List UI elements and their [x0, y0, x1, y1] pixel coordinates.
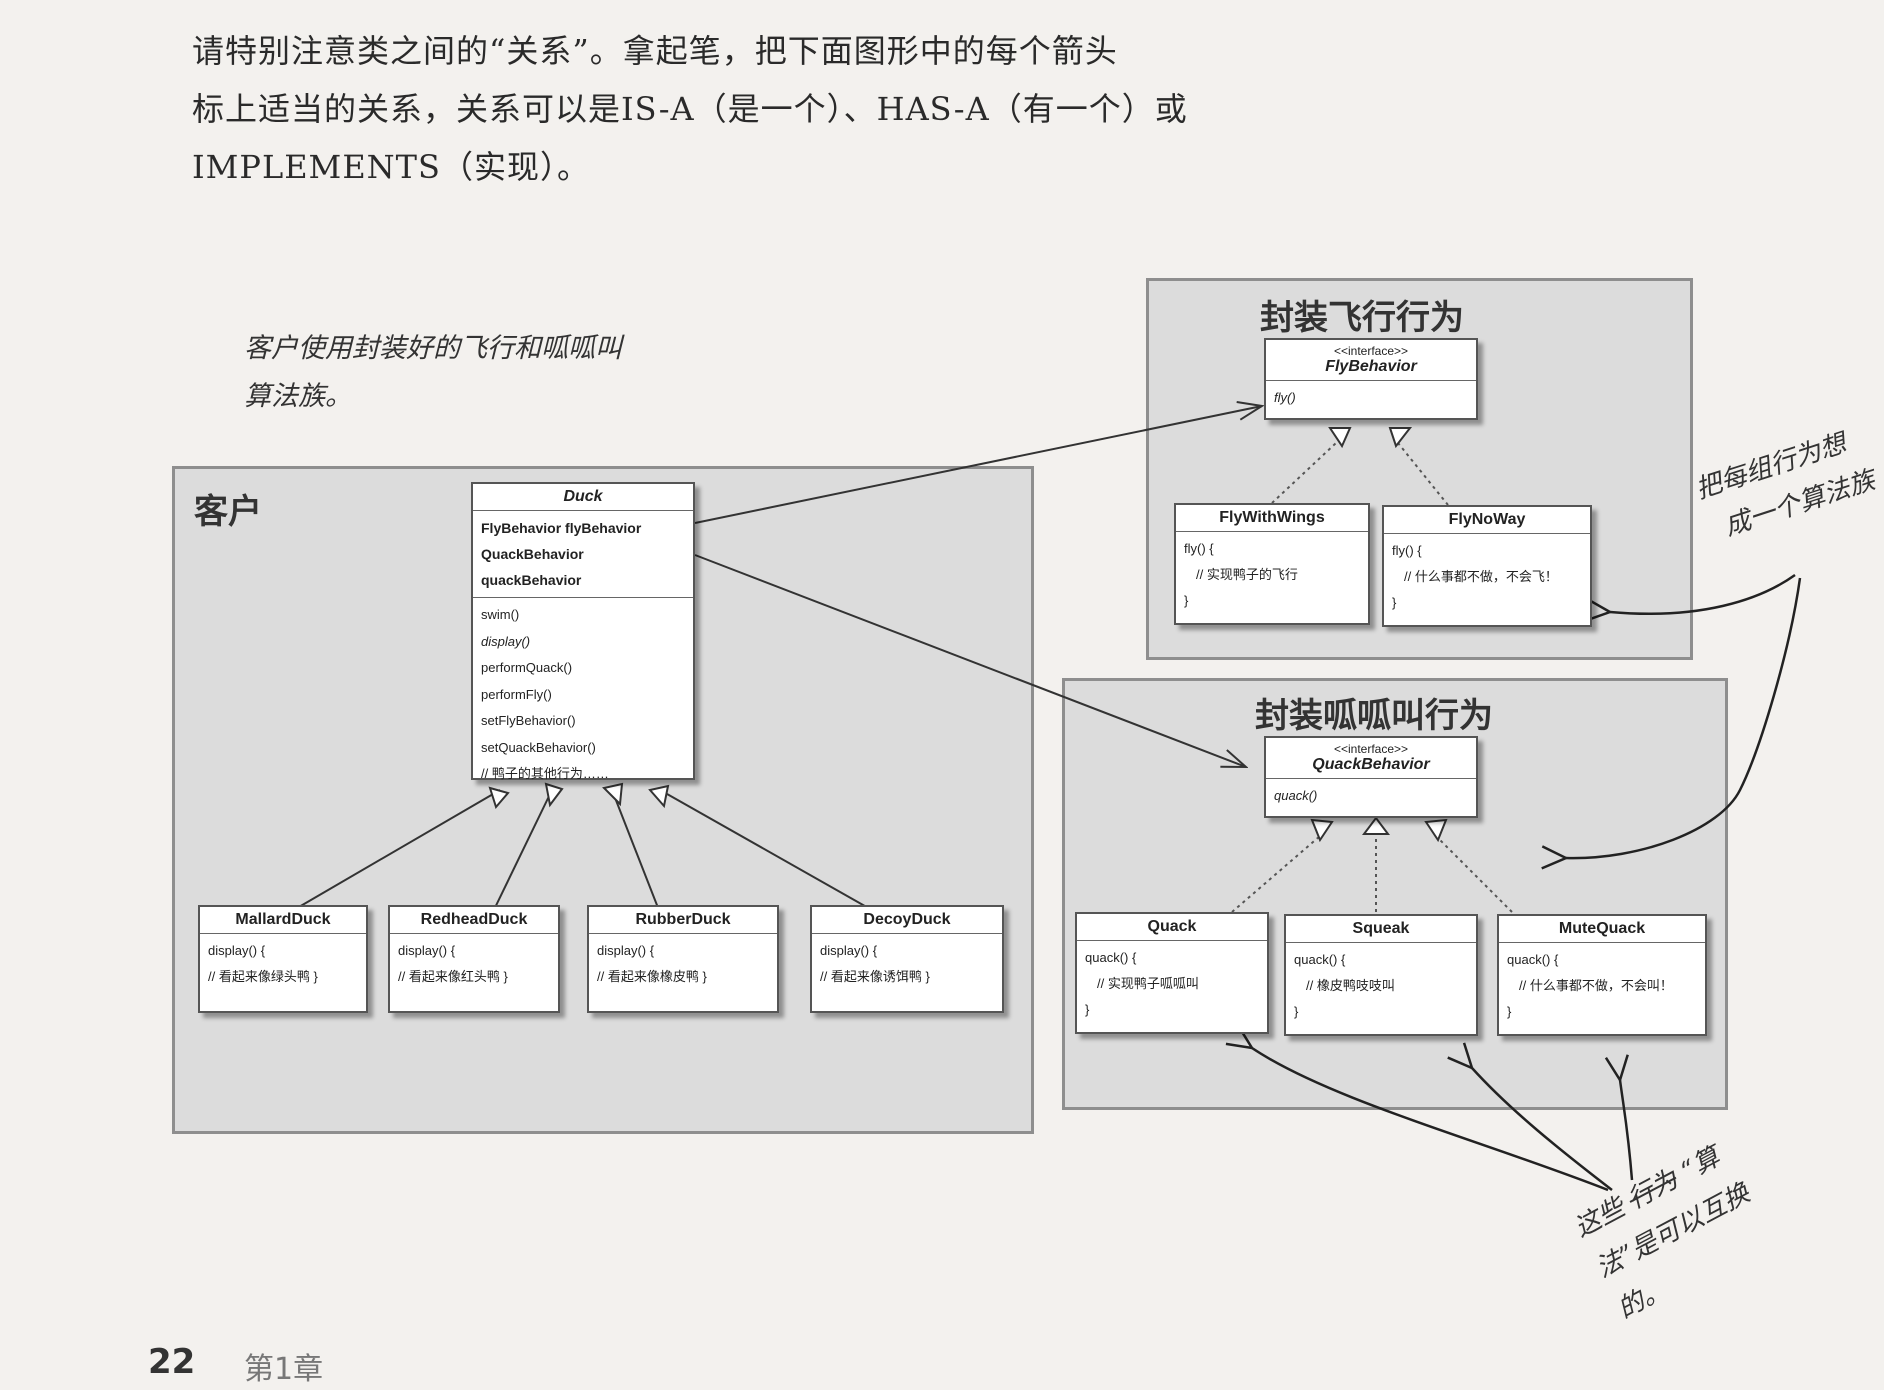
class-body: fly() { // 实现鸭子的飞行 } [1176, 532, 1368, 618]
fly-with-wings-class: FlyWithWings fly() { // 实现鸭子的飞行 } [1174, 503, 1370, 625]
annotation-arrows [1225, 573, 1802, 1192]
stereotype-label: <<interface>> [1333, 742, 1409, 756]
interface-method: quack() [1274, 788, 1318, 803]
method-close: } [1085, 1002, 1090, 1017]
inheritance-lines [279, 789, 887, 919]
duck-fields: FlyBehavior flyBehavior QuackBehavior qu… [473, 511, 693, 598]
class-name: RedheadDuck [390, 907, 558, 934]
implements-triangles [1310, 427, 1448, 843]
class-body: display() { // 看起来像红头鸭 } [390, 934, 558, 994]
method-comment: // 橡皮鸭吱吱叫 [1306, 978, 1395, 993]
duck-methods: swim() display() performQuack() performF… [473, 598, 693, 792]
duck-method: display() [481, 633, 531, 649]
method-signature: fly() { [1184, 541, 1214, 556]
quack-class: Quack quack() { // 实现鸭子呱呱叫 } [1075, 912, 1269, 1034]
method-comment: // 看起来像绿头鸭 } [208, 969, 318, 984]
duck-class: Duck FlyBehavior flyBehavior QuackBehavi… [471, 482, 695, 781]
method-close: } [1294, 1004, 1299, 1019]
method-signature: quack() { [1507, 952, 1559, 967]
interface-header: <<interface>> FlyBehavior [1266, 340, 1476, 381]
implements-lines [1231, 442, 1513, 913]
client-note-line-1: 客户使用封装好的飞行和呱呱叫 [244, 333, 622, 364]
client-panel-title: 客户 [194, 492, 262, 532]
stereotype-label: <<interface>> [1333, 344, 1409, 358]
class-body: quack() { // 实现鸭子呱呱叫 } [1077, 941, 1267, 1027]
rubber-duck-class: RubberDuck display() { // 看起来像橡皮鸭 } [587, 905, 779, 1013]
method-signature: display() { [820, 943, 878, 958]
class-body: display() { // 看起来像橡皮鸭 } [589, 934, 777, 994]
quack-panel-title: 封装呱呱叫行为 [1255, 696, 1493, 736]
method-comment: // 看起来像橡皮鸭 } [597, 969, 707, 984]
method-comment: // 看起来像诱饵鸭 } [820, 969, 930, 984]
intro-line-1: 请特别注意类之间的“关系”。拿起笔，把下面图形中的每个箭头 [192, 32, 1118, 70]
method-comment: // 实现鸭子呱呱叫 [1097, 976, 1199, 991]
intro-line-2: 标上适当的关系，关系可以是IS-A（是一个）、HAS-A（有一个）或 [192, 90, 1188, 128]
method-signature: display() { [597, 943, 655, 958]
fly-behavior-interface: <<interface>> FlyBehavior fly() [1264, 338, 1478, 420]
class-body: display() { // 看起来像绿头鸭 } [200, 934, 366, 994]
class-body: fly() { // 什么事都不做，不会飞！ } [1384, 534, 1590, 620]
method-signature: fly() { [1392, 543, 1422, 558]
class-body: display() { // 看起来像诱饵鸭 } [812, 934, 1002, 994]
interface-header: <<interface>> QuackBehavior [1266, 738, 1476, 779]
duck-method: performFly() [481, 686, 552, 702]
interface-name: FlyBehavior [1325, 358, 1417, 375]
method-signature: display() { [398, 943, 456, 958]
method-signature: quack() { [1085, 950, 1137, 965]
fly-no-way-class: FlyNoWay fly() { // 什么事都不做，不会飞！ } [1382, 505, 1592, 627]
interface-name: QuackBehavior [1312, 756, 1430, 773]
duck-method: setQuackBehavior() [481, 739, 596, 755]
duck-class-header: Duck [473, 484, 693, 511]
method-comment: // 实现鸭子的飞行 [1196, 567, 1298, 582]
class-name: Quack [1077, 914, 1267, 941]
duck-method: // 鸭子的其他行为…… [481, 766, 609, 781]
class-name: Squeak [1286, 916, 1476, 943]
method-comment: // 看起来像红头鸭 } [398, 969, 508, 984]
client-note-line-2: 算法族。 [244, 381, 352, 412]
class-body: quack() { // 什么事都不做，不会叫！ } [1499, 943, 1705, 1029]
class-name: FlyNoWay [1384, 507, 1590, 534]
page-number: 22 [148, 1342, 196, 1382]
chapter-label: 第1章 [244, 1352, 324, 1387]
method-close: } [1184, 593, 1189, 608]
redhead-duck-class: RedheadDuck display() { // 看起来像红头鸭 } [388, 905, 560, 1013]
quack-behavior-interface: <<interface>> QuackBehavior quack() [1264, 736, 1478, 818]
class-name: DecoyDuck [812, 907, 1002, 934]
class-name: MuteQuack [1499, 916, 1705, 943]
mute-quack-class: MuteQuack quack() { // 什么事都不做，不会叫！ } [1497, 914, 1707, 1036]
client-note: 客户使用封装好的飞行和呱呱叫 算法族。 [244, 325, 622, 421]
method-close: } [1392, 595, 1397, 610]
duck-class-name: Duck [563, 488, 603, 505]
method-comment: // 什么事都不做，不会飞！ [1404, 569, 1558, 584]
inheritance-triangles [488, 782, 670, 810]
method-signature: quack() { [1294, 952, 1346, 967]
squeak-class: Squeak quack() { // 橡皮鸭吱吱叫 } [1284, 914, 1478, 1036]
interface-method: fly() [1274, 390, 1296, 405]
intro-paragraph: 请特别注意类之间的“关系”。拿起笔，把下面图形中的每个箭头 标上适当的关系，关系… [192, 22, 1332, 196]
intro-line-3: IMPLEMENTS（实现）。 [192, 148, 590, 186]
method-close: } [1507, 1004, 1512, 1019]
class-body: quack() { // 橡皮鸭吱吱叫 } [1286, 943, 1476, 1029]
class-name: FlyWithWings [1176, 505, 1368, 532]
has-a-arrows [694, 406, 1262, 767]
method-comment: // 什么事都不做，不会叫！ [1519, 978, 1673, 993]
class-name: MallardDuck [200, 907, 366, 934]
fly-panel-title: 封装飞行行为 [1260, 298, 1464, 338]
duck-field: FlyBehavior flyBehavior [481, 520, 642, 536]
method-signature: display() { [208, 943, 266, 958]
duck-method: setFlyBehavior() [481, 713, 576, 728]
mallard-duck-class: MallardDuck display() { // 看起来像绿头鸭 } [198, 905, 368, 1013]
duck-field: QuackBehavior quackBehavior [481, 546, 584, 588]
duck-method: swim() [481, 607, 520, 622]
decoy-duck-class: DecoyDuck display() { // 看起来像诱饵鸭 } [810, 905, 1004, 1013]
duck-method: performQuack() [481, 660, 573, 675]
class-name: RubberDuck [589, 907, 777, 934]
